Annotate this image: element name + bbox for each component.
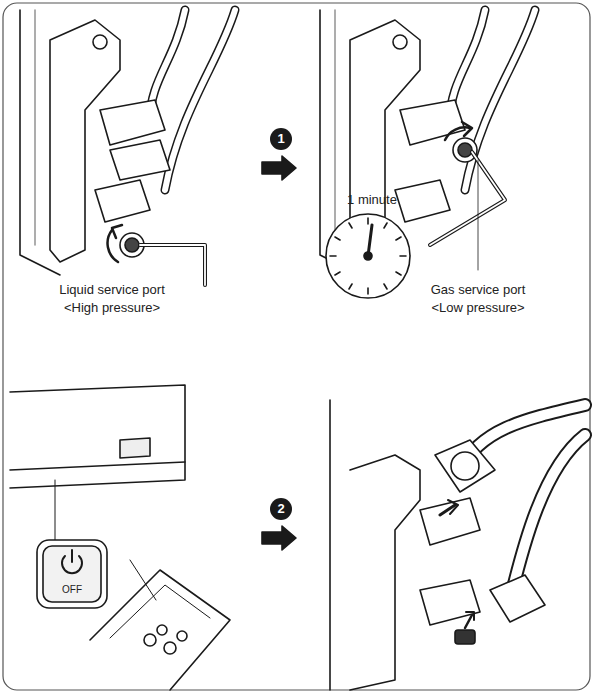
step-arrow <box>262 156 296 180</box>
valve-assembly-left <box>20 10 235 285</box>
port-name: Liquid service port <box>59 282 165 298</box>
indoor-unit <box>10 385 230 690</box>
button-label: OFF <box>62 584 82 596</box>
step-arrow <box>262 526 296 550</box>
time-label: 1 minute <box>347 192 397 208</box>
port-name: Gas service port <box>431 282 526 298</box>
callout-number: 2 <box>270 498 292 520</box>
clock <box>326 214 410 298</box>
pressure-note: <Low pressure> <box>431 300 524 316</box>
pipe-connection <box>330 400 585 690</box>
pressure-note: <High pressure> <box>64 300 160 316</box>
callout-number: 1 <box>270 128 292 150</box>
